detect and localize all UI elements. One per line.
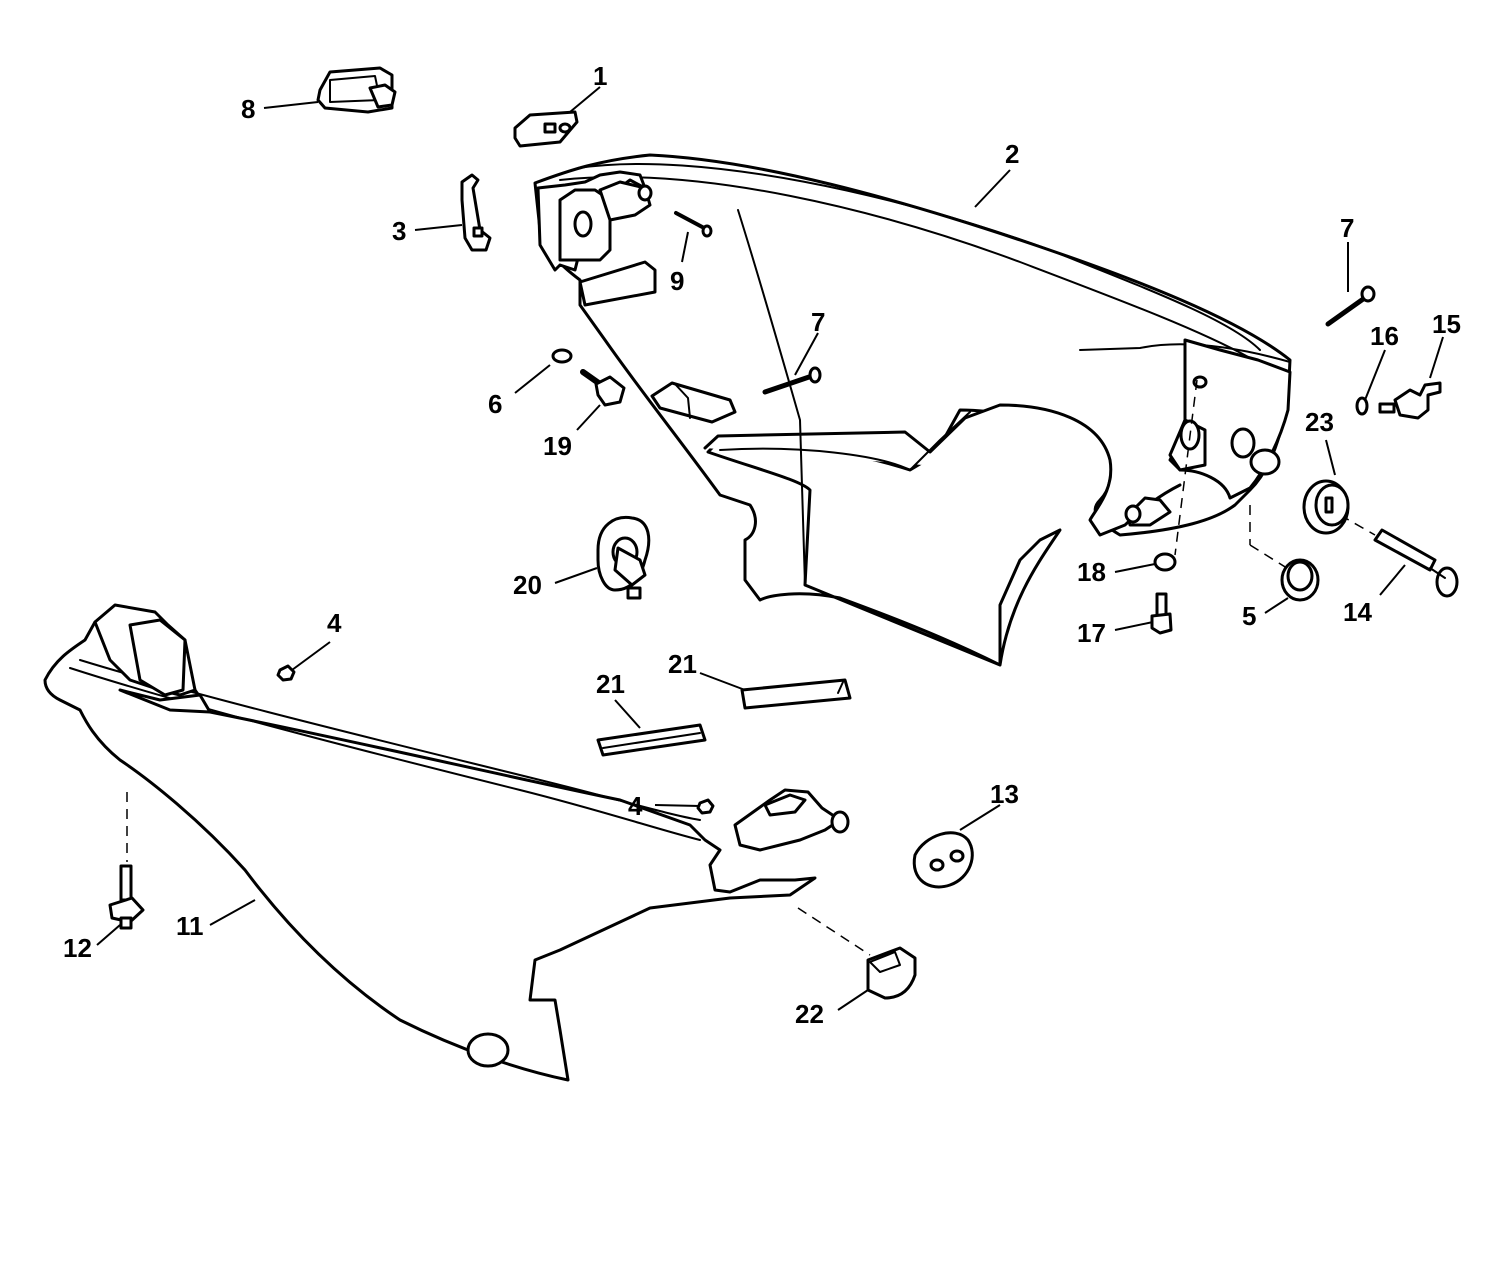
callout-19: 19 <box>543 431 572 461</box>
part-shaft-14 <box>1373 528 1459 598</box>
callout-3: 3 <box>392 216 406 246</box>
part-grommet-23 <box>1302 479 1350 535</box>
callout-21b: 21 <box>668 649 697 679</box>
callout-6: 6 <box>488 389 502 419</box>
callout-22: 22 <box>795 999 824 1029</box>
callout-8: 8 <box>241 94 255 124</box>
part-washer-16 <box>1355 396 1369 416</box>
part-handle-8 <box>316 66 397 114</box>
part-screw-7b <box>1325 285 1376 327</box>
callout-7b: 7 <box>1340 213 1354 243</box>
part-pin-21a <box>596 723 707 757</box>
upper-cowl <box>533 153 1376 667</box>
callout-18: 18 <box>1077 557 1106 587</box>
callout-7a: 7 <box>811 307 825 337</box>
callout-12: 12 <box>63 933 92 963</box>
callout-23: 23 <box>1305 407 1334 437</box>
part-screw-17 <box>1150 592 1173 635</box>
callout-4b: 4 <box>628 791 643 821</box>
part-valve-15 <box>1378 381 1442 420</box>
part-screw-9 <box>674 211 713 238</box>
lower-cowl <box>43 603 871 1082</box>
part-nut-4b <box>696 798 715 815</box>
part-screw-7a <box>762 366 822 395</box>
part-grommet-20 <box>596 515 651 600</box>
part-nut-4a <box>276 664 296 682</box>
callout-14: 14 <box>1343 597 1372 627</box>
part-pin-21b <box>740 678 852 710</box>
callout-1: 1 <box>593 61 607 91</box>
callout-16: 16 <box>1370 321 1399 351</box>
part-bolt-19 <box>580 369 626 407</box>
callout-labels: 1 2 3 4 4 5 6 7 7 8 9 11 12 13 14 15 16 … <box>63 61 1461 1029</box>
part-hook-3 <box>460 173 492 252</box>
leader-lines <box>96 86 1444 1011</box>
callout-20: 20 <box>513 570 542 600</box>
part-bolt-12 <box>108 864 145 930</box>
callout-9: 9 <box>670 266 684 296</box>
callout-13: 13 <box>990 779 1019 809</box>
part-clip-22 <box>866 946 917 1000</box>
part-plate-13 <box>912 831 974 889</box>
callout-15: 15 <box>1432 309 1461 339</box>
callout-5: 5 <box>1242 601 1256 631</box>
callout-11: 11 <box>176 911 204 941</box>
part-washer-6 <box>551 348 573 364</box>
part-washer-18 <box>1153 552 1177 572</box>
callout-17: 17 <box>1077 618 1106 648</box>
part-latch-1 <box>513 110 579 148</box>
callout-4a: 4 <box>327 608 342 638</box>
part-plug-5 <box>1280 558 1320 602</box>
callout-21a: 21 <box>596 669 625 699</box>
callout-2: 2 <box>1005 139 1019 169</box>
